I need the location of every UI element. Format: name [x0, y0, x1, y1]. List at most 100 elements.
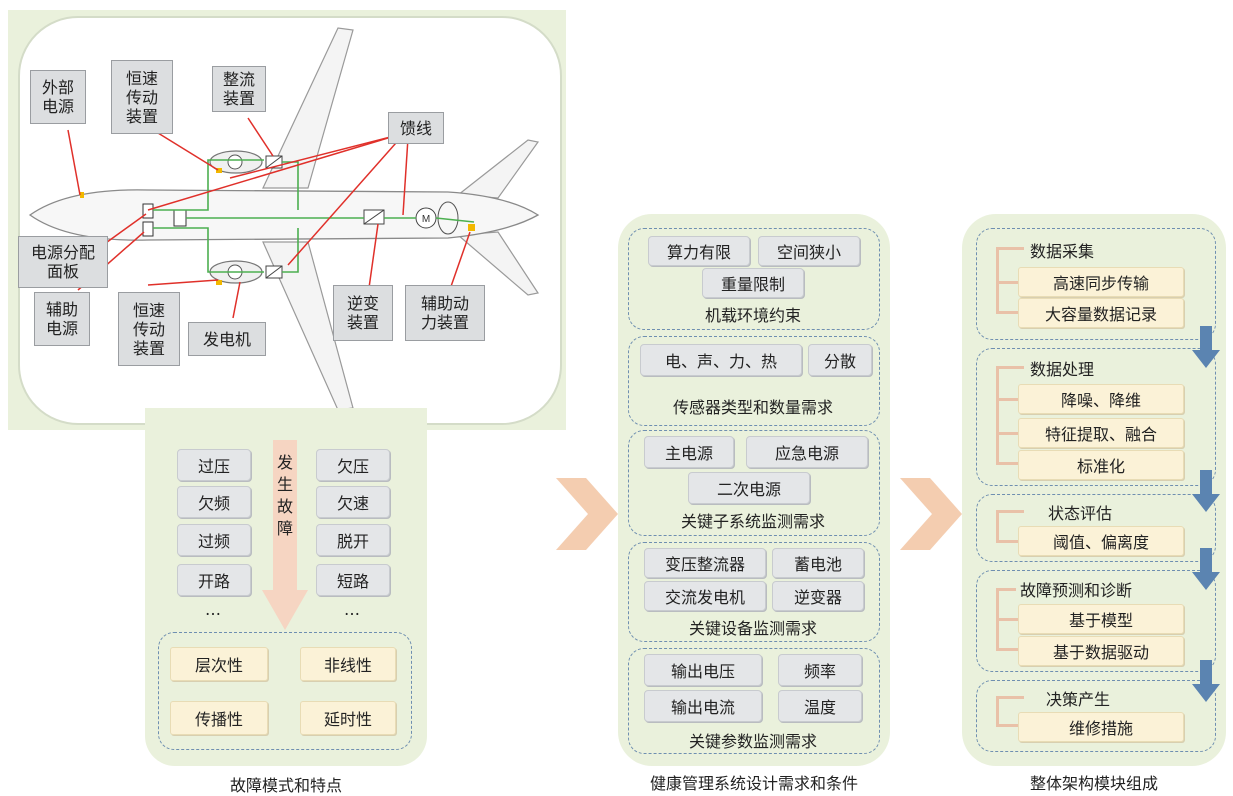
module-item-large-record: 大容量数据记录 [1018, 298, 1184, 328]
bracket-5-tick-a [996, 724, 1018, 727]
req-item-output-voltage: 输出电压 [644, 654, 762, 686]
req-group-env-label: 机载环境约束 [704, 306, 801, 325]
bracket-4-tick-title [996, 588, 1016, 591]
bracket-5 [996, 696, 999, 726]
bracket-2-tick-c [996, 462, 1018, 465]
module-data-acquisition [976, 228, 1216, 340]
bracket-1-tick-b [996, 311, 1018, 314]
down-arrow-icon-1 [1192, 326, 1220, 368]
req-item-ac-generator: 交流发电机 [644, 581, 766, 611]
module-item-model-based: 基于模型 [1018, 604, 1184, 634]
module-item-normalize: 标准化 [1018, 450, 1184, 480]
fault-panel-caption: 故障模式和特点 [229, 776, 342, 795]
module-item-feature: 特征提取、融合 [1018, 418, 1184, 448]
fault-arrow [262, 440, 308, 630]
svg-text:M: M [422, 214, 430, 225]
module-item-maintenance: 维修措施 [1018, 712, 1184, 742]
chevron-arrow-icon-1 [556, 478, 618, 550]
fault-mode-left-ellipsis: … [205, 600, 221, 619]
chevron-arrow-icon-2 [900, 478, 962, 550]
fault-mode-left-2: 欠频 [177, 486, 251, 518]
trait-nonlinear: 非线性 [300, 647, 396, 681]
callout-aux-power: 辅助 电源 [34, 292, 90, 346]
req-group-params [628, 648, 880, 754]
trait-hierarchy: 层次性 [170, 647, 268, 681]
req-item-inverter: 逆变器 [772, 581, 864, 611]
down-arrow-icon-2 [1192, 470, 1220, 512]
fault-mode-right-ellipsis: … [344, 600, 360, 619]
fault-mode-right-3: 脱开 [316, 524, 390, 556]
callout-inverter: 逆变 装置 [333, 285, 393, 341]
module-decision-title: 决策产生 [1046, 690, 1111, 709]
req-group-equipment [628, 542, 880, 642]
bracket-2 [996, 366, 999, 464]
requirements-panel-caption: 健康管理系统设计需求和条件 [649, 774, 858, 793]
req-group-env [628, 228, 880, 330]
module-data-processing [976, 348, 1216, 486]
req-group-subsystem [628, 430, 880, 536]
req-group-equipment-label: 关键设备监测需求 [688, 619, 817, 638]
req-item-emergency-power: 应急电源 [746, 436, 868, 468]
trait-delay: 延时性 [300, 701, 396, 735]
module-item-high-speed: 高速同步传输 [1018, 267, 1184, 297]
aircraft-diagram: M [28, 27, 540, 411]
req-item-distributed: 分散 [808, 344, 872, 376]
req-item-output-current: 输出电流 [644, 690, 762, 722]
bracket-1 [996, 247, 999, 313]
bracket-4-tick-a [996, 618, 1018, 621]
bracket-5-tick-title [996, 696, 1024, 699]
callout-external-power: 外部 电源 [30, 70, 86, 124]
module-item-threshold: 阈值、偏离度 [1018, 526, 1184, 556]
req-item-weight: 重量限制 [702, 268, 804, 298]
module-decision [976, 680, 1216, 752]
module-fault-prediction [976, 570, 1216, 672]
req-item-space: 空间狭小 [758, 236, 860, 266]
fault-mode-left-4: 开路 [177, 564, 251, 596]
fault-mode-right-2: 欠速 [316, 486, 390, 518]
req-item-frequency: 频率 [778, 654, 862, 686]
req-item-temperature: 温度 [778, 690, 862, 722]
callout-distribution-panel: 电源分配 面板 [18, 236, 108, 288]
module-item-data-driven: 基于数据驱动 [1018, 636, 1184, 666]
module-data-processing-title: 数据处理 [1030, 360, 1095, 379]
module-state-assessment-title: 状态评估 [1048, 504, 1113, 523]
down-arrow-icon-3 [1192, 548, 1220, 590]
module-item-denoise: 降噪、降维 [1018, 384, 1184, 414]
bracket-2-tick-title [996, 366, 1024, 369]
req-item-physical: 电、声、力、热 [640, 344, 802, 376]
req-group-sensor [628, 336, 880, 426]
callout-generator: 发电机 [188, 322, 266, 356]
architecture-panel-caption: 整体架构模块组成 [1029, 774, 1158, 793]
bracket-3 [996, 510, 999, 542]
req-item-trs: 变压整流器 [644, 548, 766, 578]
fault-mode-left-1: 过压 [177, 449, 251, 481]
fault-mode-right-1: 欠压 [316, 449, 390, 481]
fault-traits-group [158, 632, 412, 750]
callout-csd-top: 恒速 传动 装置 [111, 60, 173, 134]
bracket-4-tick-b [996, 648, 1018, 651]
module-data-acquisition-title: 数据采集 [1030, 242, 1095, 261]
trait-propagation: 传播性 [170, 701, 268, 735]
bracket-3-tick-a [996, 540, 1018, 543]
callout-apu: 辅助动 力装置 [405, 285, 485, 341]
callout-rectifier: 整流 装置 [212, 66, 266, 112]
req-item-main-power: 主电源 [644, 436, 734, 468]
fault-arrow-text: 发 生 故 障 [276, 453, 293, 538]
req-group-sensor-label: 传感器类型和数量需求 [672, 398, 833, 417]
req-item-secondary-power: 二次电源 [688, 472, 810, 504]
bracket-1-tick-a [996, 281, 1018, 284]
fault-mode-left-3: 过频 [177, 524, 251, 556]
callout-feeder: 馈线 [388, 112, 444, 144]
req-item-compute: 算力有限 [648, 236, 750, 266]
down-arrow-icon-4 [1192, 660, 1220, 702]
module-fault-prediction-title: 故障预测和诊断 [1020, 581, 1133, 600]
bracket-2-tick-a [996, 398, 1018, 401]
bracket-3-tick-title [996, 510, 1024, 513]
callout-csd-bottom: 恒速 传动 装置 [118, 292, 180, 366]
fault-mode-right-4: 短路 [316, 564, 390, 596]
req-item-battery: 蓄电池 [772, 548, 864, 578]
req-group-params-label: 关键参数监测需求 [688, 732, 817, 751]
req-group-subsystem-label: 关键子系统监测需求 [680, 512, 825, 531]
module-state-assessment [976, 494, 1216, 562]
bracket-1-tick-title [996, 247, 1024, 250]
